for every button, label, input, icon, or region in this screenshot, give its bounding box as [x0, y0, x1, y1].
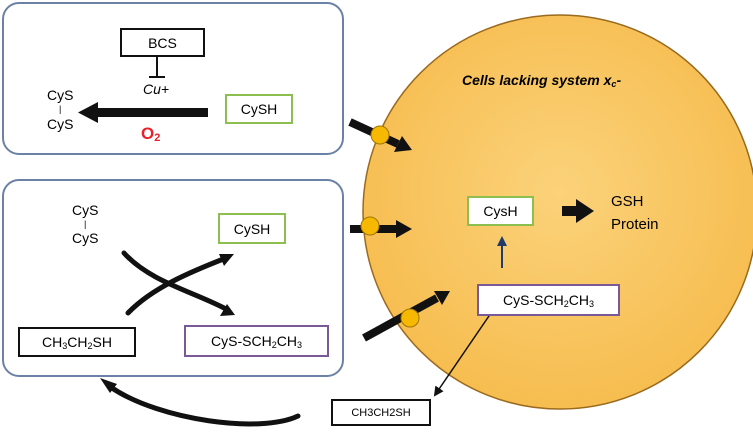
cystine-bond: |: [59, 104, 62, 114]
oxidation-arrow: [78, 102, 208, 123]
transporter-1: [370, 125, 390, 145]
cross-curve-1: [121, 250, 231, 313]
cysh-label-top: CySH: [240, 101, 278, 117]
cell-title-sub: c: [611, 79, 617, 89]
cse-p1: 2: [271, 339, 277, 350]
copper-label: Cu+: [143, 81, 170, 97]
cystine-bottom-label: CyS: [47, 116, 74, 132]
transporter-3: [400, 308, 420, 328]
cys-s-ethyl-box-cell: CyS-SCH2CH3: [477, 284, 620, 316]
oxygen-label: O2: [141, 124, 161, 146]
recycle-curve: [109, 385, 301, 427]
cys-s-ethyl-box-panel: CyS-SCH2CH3: [184, 325, 329, 357]
cse-p3: 3: [296, 339, 302, 350]
eth-p1: 3: [62, 340, 68, 351]
csec-p1: 2: [563, 298, 569, 309]
ethanethiol-label-outside: CH3CH2SH: [351, 406, 411, 419]
cysh-label-bottom: CySH: [233, 220, 271, 237]
ethanethiol-box-panel: CH3CH2SH: [18, 327, 136, 357]
cse-p0: CyS-SCH: [211, 332, 272, 349]
cystine2-bottom-label: CyS: [72, 230, 99, 246]
cysh-label-cell: CysH: [483, 203, 518, 219]
ethanethiol-box-outside: CH3CH2SH: [331, 399, 431, 426]
cross-curve-2-head: [219, 254, 234, 266]
csec-p3: 3: [588, 298, 594, 309]
eth-p2: CH: [67, 333, 88, 350]
bcs-box: BCS: [120, 28, 205, 57]
cystine2-bond: |: [84, 219, 87, 229]
recycle-curve-head: [100, 378, 117, 393]
oxygen-symbol: O: [141, 124, 155, 143]
cell-title-end: -: [616, 72, 622, 88]
cysh-box-bottom: CySH: [218, 213, 286, 244]
cys-s-ethyl-label-panel: CyS-SCH2CH3: [211, 333, 302, 350]
cross-curve-2: [125, 255, 229, 316]
cysh-box-cell: CysH: [467, 196, 534, 226]
cystine-top-label: CyS: [47, 87, 74, 103]
transport-arrow-1-head: [394, 136, 412, 152]
cysh-box-top: CySH: [225, 94, 293, 124]
ethanethiol-label-panel: CH3CH2SH: [42, 334, 112, 351]
cysh-to-gsh-arrow: [562, 199, 594, 223]
cell-title-main: Cells lacking system x: [462, 72, 612, 88]
cse-p2: CH: [276, 332, 297, 349]
cystine2-top-label: CyS: [72, 202, 99, 218]
cys-s-ethyl-label-cell: CyS-SCH2CH3: [503, 292, 594, 309]
protein-label: Protein: [611, 216, 659, 233]
transport-arrow-3-head: [434, 291, 450, 305]
export-arrow: [433, 312, 492, 397]
transport-arrow-2-head: [396, 220, 412, 238]
eth-p0: CH: [42, 333, 63, 350]
gsh-label: GSH: [611, 193, 644, 210]
cell-circle: [362, 14, 753, 410]
cell-title: Cells lacking system xc-: [462, 72, 621, 92]
bcs-label: BCS: [148, 34, 177, 51]
transporter-2: [360, 216, 380, 236]
csec-p0: CyS-SCH: [503, 291, 564, 308]
csec-p2: CH: [568, 291, 589, 308]
cross-curve-1-head: [220, 304, 235, 316]
eth-p4: SH: [92, 333, 112, 350]
oxygen-subscript: 2: [154, 132, 161, 144]
eth-p3: 2: [87, 340, 93, 351]
